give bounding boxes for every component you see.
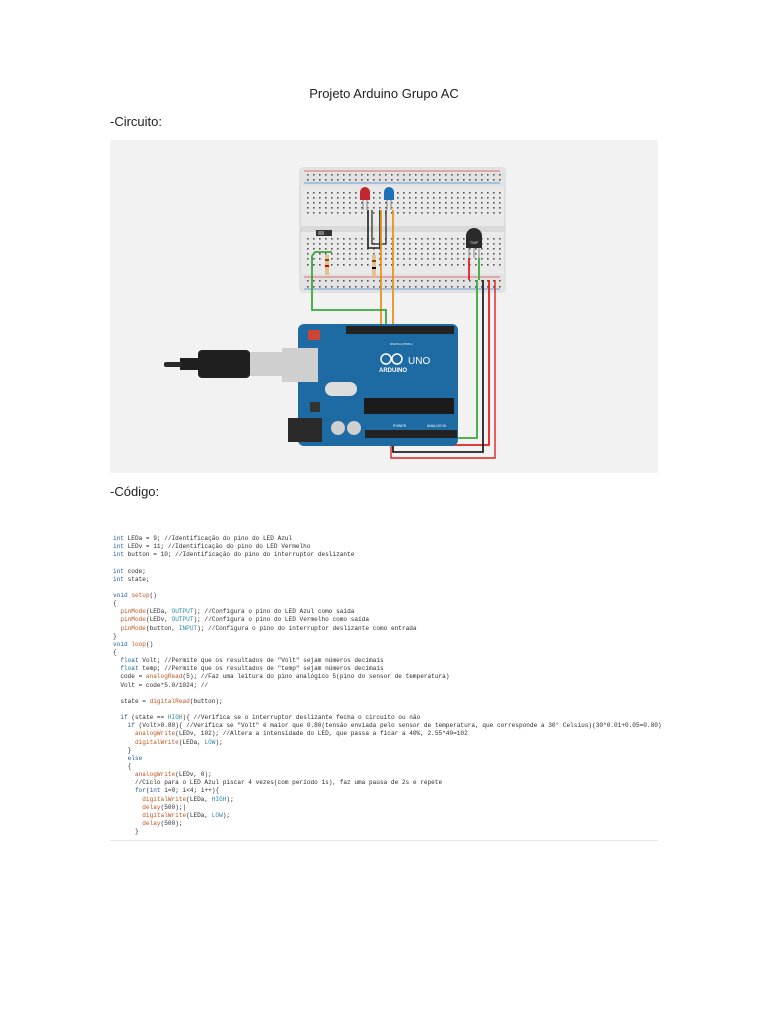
arduino-board: ARDUINO UNO DIGITAL (PWM~) POWER ANALOG … [282,324,458,446]
analog-label: ANALOG IN [427,424,447,428]
code-line [113,584,663,592]
slide-switch [316,230,332,236]
code-line: code = analogRead(5); //Faz uma leitura … [113,673,450,681]
code-line: delay(500); [142,819,183,827]
code-line: pinMode(button, INPUT); //Configura o pi… [120,624,417,632]
breadboard [299,167,506,293]
temperature-sensor: TMP [466,228,482,258]
code-line: state = digitalRead(button); [113,697,223,705]
arduino-brand: ARDUINO [379,368,407,374]
code-listing: int LEDa = 9; //Identificação do pino do… [113,535,663,843]
code-line: int state; [113,575,150,583]
code-line: } [113,746,132,754]
circuit-illustration: TMP ARD [164,167,506,459]
digital-label: DIGITAL (PWM~) [390,342,413,346]
code-line: void setup() [113,591,157,599]
arduino-model: UNO [408,356,430,367]
code-line: for(int i=0; i<4; i++){ [134,787,220,795]
code-line: analogWrite(LEDv, 0); [134,771,212,779]
code-line: pinMode(LEDv, OUTPUT); //Configura o pin… [120,616,370,624]
code-line: //Ciclo para o LED Azul piscar 4 vezes(c… [113,779,443,787]
code-line: digitalWrite(LEDa, LOW); [134,738,223,746]
code-line: if (state == HIGH){ //Verifica se o inte… [120,714,421,722]
code-line: pinMode(LEDa, OUTPUT); //Configura o pin… [120,608,355,616]
code-line: int LEDv = 11; //Identificação do pino d… [113,543,311,551]
code-line [113,559,663,567]
sensor-label: TMP [470,240,479,245]
code-line: { [113,648,117,656]
resistor-mid [372,255,376,277]
code-line [113,706,663,714]
code-heading: -Código: [110,484,160,499]
document-title: Projeto Arduino Grupo AC [309,86,459,101]
resistor-left [325,255,329,275]
red-led [360,187,370,210]
code-line: void loop() [113,640,154,648]
code-line: float Volt; //Permite que os resultados … [120,657,384,665]
code-line: analogWrite(LEDv, 102); //Altera a inten… [134,730,468,738]
code-line: else [127,754,143,762]
code-line: } [113,828,139,836]
code-line: Volt = code*5.0/1024; // [113,681,209,689]
circuit-diagram: TMP ARD [110,140,658,473]
power-label: POWER [393,424,407,428]
code-line [113,690,663,698]
usb-cable [164,350,285,378]
code-line: int LEDa = 9; //Identificação do pino do… [113,535,293,542]
code-line: { [113,600,117,608]
code-line: digitalWrite(LEDa, LOW); [142,811,231,819]
code-line: digitalWrite(LEDa, HIGH); [142,795,234,803]
code-line: delay(500);| [142,803,187,811]
code-divider [110,840,658,841]
code-line: } [113,632,117,640]
blue-led [384,187,394,210]
circuit-heading: -Circuito: [110,114,163,129]
code-line: { [113,762,132,770]
code-line: int button = 10; //Identificação do pino… [113,551,355,559]
code-line: int code; [113,567,146,575]
code-line: float temp; //Permite que os resultados … [120,665,384,673]
code-line: if (Volt>0.80){ //Verifica se "Volt" é m… [127,722,662,730]
